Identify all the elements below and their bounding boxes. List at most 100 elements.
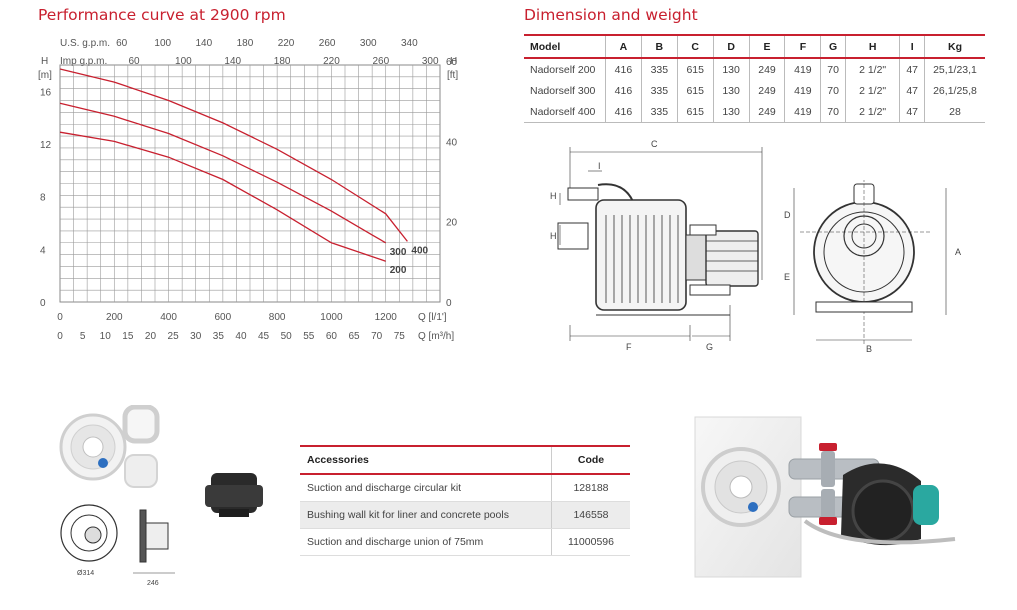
x2-tick-label: 35 xyxy=(213,331,225,342)
series-line-300 xyxy=(59,102,387,244)
y-tick-label: 4 xyxy=(40,245,46,256)
x2-tick-label: 20 xyxy=(145,331,157,342)
dim-label-f: F xyxy=(626,342,632,352)
skimmer-diameter-label: Ø314 xyxy=(77,570,94,577)
installation-photo xyxy=(694,416,956,578)
table-row: Suction and discharge union of 75mm 1100… xyxy=(300,528,630,556)
accessories-table: Accessories Code Suction and discharge c… xyxy=(300,445,630,556)
m3h-axis-label: Q [m³/h] xyxy=(418,331,454,342)
cell: 2 1/2" xyxy=(845,58,901,80)
x-tick-label: 1000 xyxy=(320,312,343,323)
col-i: I xyxy=(899,34,925,59)
x2-tick-label: 60 xyxy=(326,331,338,342)
cell: 615 xyxy=(677,58,714,80)
cell: 26,1/25,8 xyxy=(933,84,977,97)
imp-gpm-tick: 260 xyxy=(372,56,389,67)
x2-tick-label: 70 xyxy=(371,331,383,342)
y-tick-label: 8 xyxy=(40,193,46,204)
cell: 47 xyxy=(899,80,925,101)
code-header: Code xyxy=(551,445,630,475)
h-left-unit: [m] xyxy=(38,70,52,81)
cell: 130 xyxy=(713,80,750,101)
us-gpm-tick: 140 xyxy=(196,38,213,49)
union-photo xyxy=(205,473,263,517)
dim-label-h2: H xyxy=(550,231,557,241)
x2-tick-label: 75 xyxy=(394,331,406,342)
col-d: D xyxy=(713,34,750,59)
cell: 615 xyxy=(677,80,714,101)
col-f: F xyxy=(784,34,822,59)
cell-model: Nadorself 400 xyxy=(524,101,606,123)
cell: 615 xyxy=(677,101,714,123)
col-model: Model xyxy=(524,34,606,59)
pump-side-drawing: C I H H F G xyxy=(550,139,763,352)
series-label-200: 200 xyxy=(390,265,407,276)
accessories-illustration: Ø314 246 xyxy=(59,405,263,587)
cell: 70 xyxy=(820,80,846,101)
y-tick-label: 16 xyxy=(40,87,52,98)
col-h: H xyxy=(845,34,901,59)
dimension-header-row: Model A B C D E F G H I Kg xyxy=(524,34,985,59)
table-row: Suction and discharge circular kit 12818… xyxy=(300,474,630,502)
cell: 249 xyxy=(749,58,786,80)
x2-tick-label: 10 xyxy=(100,331,112,342)
dim-label-b: B xyxy=(866,344,872,354)
table-row: Nadorself 200 416 335 615 130 249 419 70… xyxy=(524,58,985,80)
cell: 28 xyxy=(924,101,985,123)
col-a: A xyxy=(605,34,642,59)
x-tick-label: 0 xyxy=(57,312,63,323)
col-kg: Kg xyxy=(924,34,985,59)
skimmer-width-label: 246 xyxy=(147,580,159,587)
gasket-ring-photo xyxy=(122,405,160,488)
x-tick-label: 200 xyxy=(106,312,123,323)
x-tick-label: 800 xyxy=(269,312,286,323)
y2-tick-label: 40 xyxy=(446,137,458,148)
cell: 335 xyxy=(641,80,678,101)
accessory-name: Bushing wall kit for liner and concrete … xyxy=(300,501,552,529)
x-tick-label: 1200 xyxy=(375,312,398,323)
dim-label-i: I xyxy=(598,161,601,171)
skimmer-photo xyxy=(59,413,127,481)
dimension-title: Dimension and weight xyxy=(524,6,698,24)
us-gpm-tick: 220 xyxy=(278,38,295,49)
accessories-header: Accessories xyxy=(300,445,552,475)
cell: 2 1/2" xyxy=(845,101,901,123)
cell: 419 xyxy=(784,101,822,123)
cell: 416 xyxy=(605,101,642,123)
cell: 47 xyxy=(899,58,925,80)
x2-tick-label: 15 xyxy=(122,331,134,342)
cell-model: Nadorself 200 xyxy=(524,58,606,80)
h-right-label: H xyxy=(450,56,457,67)
dimension-table: Model A B C D E F G H I Kg Nadorself 200… xyxy=(524,34,985,123)
series-line-200 xyxy=(59,131,386,262)
performance-title: Performance curve at 2900 rpm xyxy=(38,6,286,24)
y-tick-label: 12 xyxy=(40,140,52,151)
accessory-code: 146558 xyxy=(551,501,630,529)
cell: 70 xyxy=(820,101,846,123)
imp-gpm-tick: 60 xyxy=(128,56,140,67)
q-axis-label: Q [l/1'] xyxy=(418,312,447,323)
cell: 47 xyxy=(899,101,925,123)
x2-tick-label: 55 xyxy=(303,331,315,342)
imp-gpm-tick: 180 xyxy=(274,56,291,67)
cell: 335 xyxy=(641,58,678,80)
dim-label-g: G xyxy=(706,342,713,352)
imp-gpm-tick: 140 xyxy=(224,56,241,67)
cell: 416 xyxy=(605,80,642,101)
accessories-header-row: Accessories Code xyxy=(300,445,630,475)
accessory-name: Suction and discharge union of 75mm xyxy=(300,528,552,556)
x2-tick-label: 25 xyxy=(168,331,180,342)
table-row: Nadorself 400 416 335 615 130 249 419 70… xyxy=(524,101,985,123)
cell: 130 xyxy=(713,58,750,80)
col-b: B xyxy=(641,34,678,59)
x2-tick-label: 0 xyxy=(57,331,63,342)
table-row: Nadorself 300 416 335 615 130 249 419 70… xyxy=(524,80,985,101)
cell: 416 xyxy=(605,58,642,80)
accessory-code: 11000596 xyxy=(551,528,630,556)
